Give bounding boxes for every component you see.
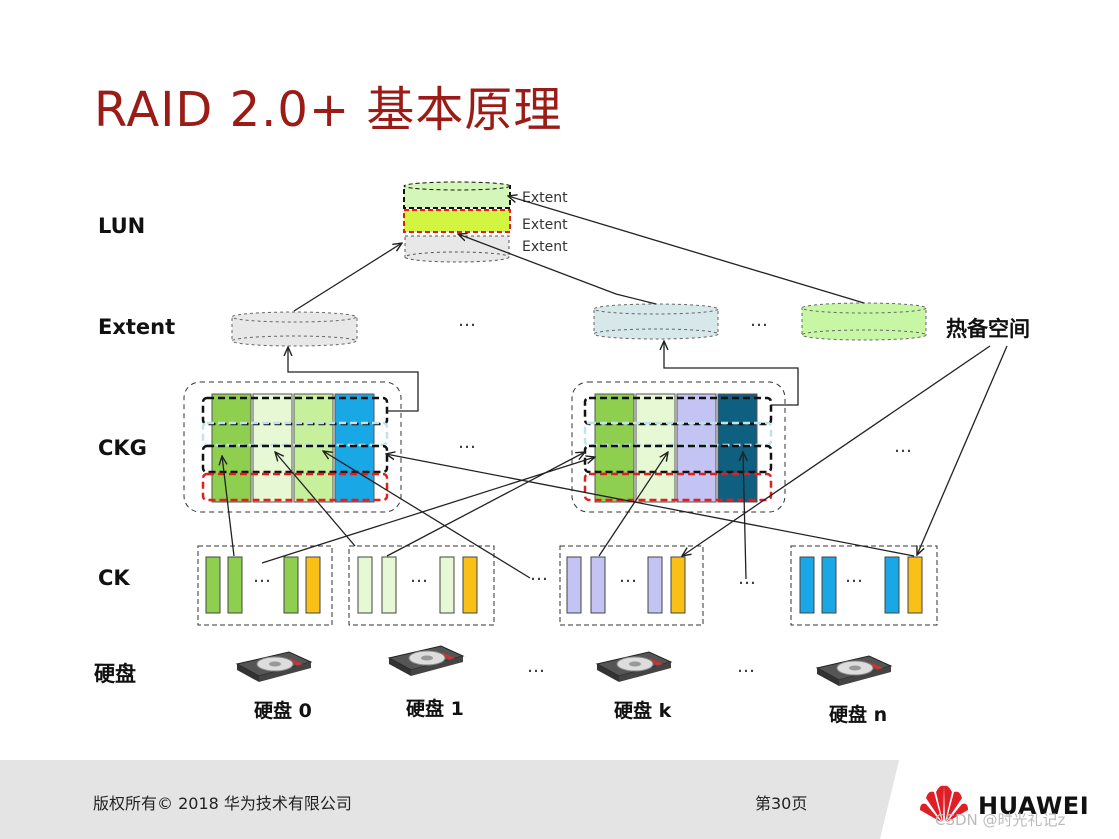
ck-group-1: … bbox=[348, 545, 495, 626]
connector-arrows bbox=[222, 196, 1008, 580]
ck-group-k: … bbox=[559, 545, 704, 626]
extent-green bbox=[801, 302, 927, 341]
lun-extent-label-2: Extent bbox=[522, 217, 568, 233]
disk-ellipsis-2: … bbox=[737, 656, 755, 677]
disk-label-1: 硬盘 1 bbox=[406, 697, 464, 720]
footer-copyright: 版权所有© 2018 华为技术有限公司 bbox=[93, 794, 352, 813]
row-label-lun: LUN bbox=[98, 214, 146, 238]
raid-diagram: Extent Extent Extent … … 热备空间 bbox=[183, 181, 1030, 726]
disk-icon-n bbox=[816, 655, 892, 687]
lun-extent-label-1: Extent bbox=[522, 190, 568, 206]
watermark-text: CSDN @时光礼记z bbox=[935, 811, 1066, 829]
footer-page-number: 第30页 bbox=[755, 794, 808, 813]
ckg-ellipsis-1: … bbox=[458, 432, 476, 453]
ck-ellipsis-n: … bbox=[845, 566, 863, 587]
lun-extent-label-3: Extent bbox=[522, 239, 568, 255]
ck-ellipsis-between-1: … bbox=[530, 564, 548, 585]
brand-name: HUAWEI bbox=[978, 792, 1090, 820]
huawei-logo-icon bbox=[920, 785, 968, 822]
disk-icon-0 bbox=[236, 651, 312, 683]
disk-label-0: 硬盘 0 bbox=[254, 699, 312, 722]
extent-ellipsis-2: … bbox=[750, 310, 768, 331]
ckg-group-2 bbox=[571, 381, 786, 513]
lun-stack: Extent Extent Extent bbox=[403, 181, 568, 263]
row-label-extent: Extent bbox=[98, 315, 176, 339]
hot-spare-label: 热备空间 bbox=[946, 317, 1030, 341]
row-label-disk: 硬盘 bbox=[94, 662, 136, 686]
disk-icon-k bbox=[596, 651, 672, 683]
row-label-ck: CK bbox=[98, 566, 130, 590]
ck-ellipsis-between-2: … bbox=[738, 568, 756, 589]
extent-light-blue bbox=[593, 303, 719, 340]
ck-ellipsis-0: … bbox=[253, 566, 271, 587]
ck-group-n: … bbox=[790, 545, 938, 626]
slide-title: RAID 2.0+ 基本原理 bbox=[94, 82, 563, 138]
extent-row: … … 热备空间 bbox=[231, 302, 1030, 347]
footer-logo-area bbox=[880, 760, 1119, 839]
extent-gray bbox=[231, 311, 358, 347]
disk-ellipsis-1: … bbox=[527, 656, 545, 677]
ck-group-0: … bbox=[197, 545, 333, 626]
ckg-group-1 bbox=[183, 381, 402, 513]
disk-label-n: 硬盘 n bbox=[829, 703, 887, 726]
disk-label-k: 硬盘 k bbox=[614, 699, 672, 722]
ckg-ellipsis-2: … bbox=[894, 436, 912, 457]
ck-ellipsis-k: … bbox=[619, 566, 637, 587]
row-label-ckg: CKG bbox=[98, 436, 147, 460]
ck-ellipsis-1: … bbox=[410, 566, 428, 587]
extent-ellipsis-1: … bbox=[458, 310, 476, 331]
disk-icon-1 bbox=[388, 645, 464, 677]
